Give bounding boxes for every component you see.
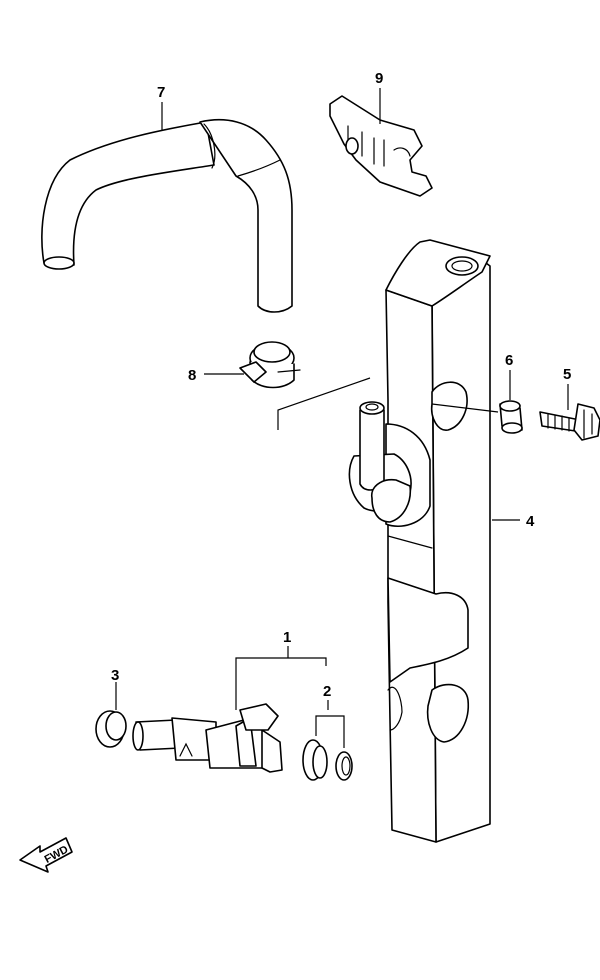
- rail-fitting-part: [348, 401, 431, 528]
- injector-part: [132, 703, 283, 773]
- callout-9: 9: [375, 70, 383, 87]
- callout-3: 3: [111, 667, 119, 684]
- clip-part: [329, 95, 433, 197]
- hose-clamp-part: [239, 341, 301, 389]
- callout-8: 8: [188, 367, 196, 384]
- fuel-rail-part: [385, 239, 491, 843]
- spacer-part: [499, 400, 523, 434]
- callout-2: 2: [323, 683, 331, 700]
- callout-1: 1: [283, 629, 291, 646]
- callout-4: 4: [526, 513, 535, 530]
- bolt-part: [539, 403, 600, 441]
- callout-6: 6: [505, 352, 513, 369]
- fwd-label: FWD: [43, 844, 71, 866]
- callout-5: 5: [563, 366, 571, 383]
- fwd-arrow-icon: FWD: [19, 837, 73, 873]
- callout-7: 7: [157, 84, 165, 101]
- o-ring-part: [302, 739, 353, 781]
- hose-part: [41, 118, 293, 313]
- leader-lines: [115, 88, 569, 748]
- cushion-part: [95, 710, 127, 748]
